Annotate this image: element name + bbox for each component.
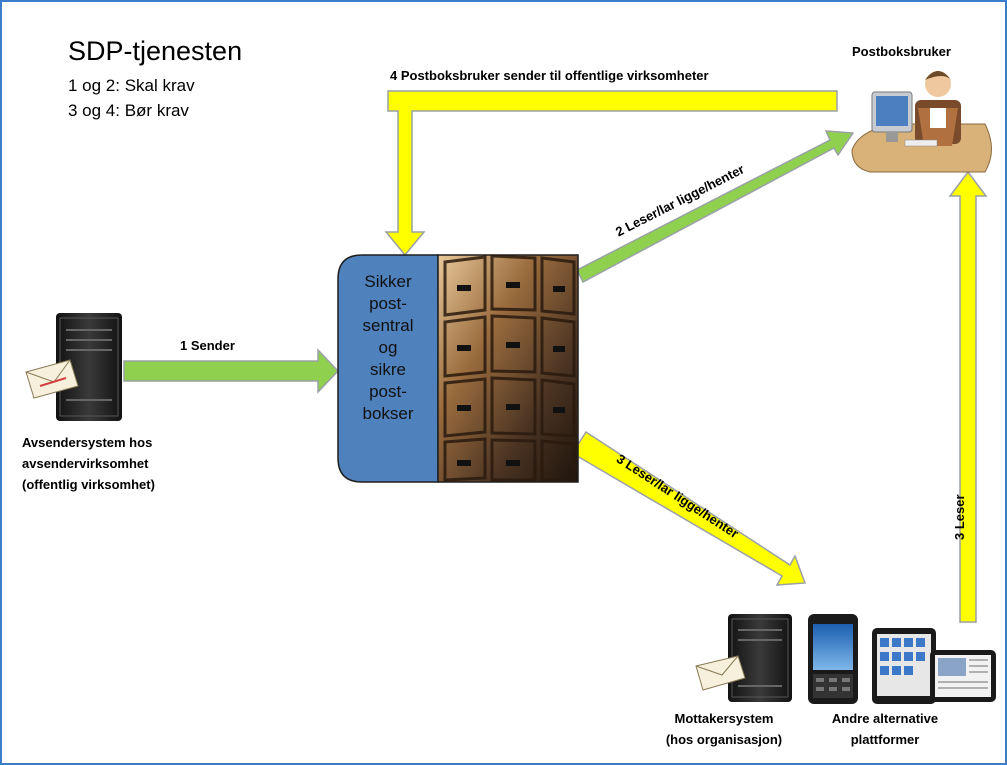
rule-recommended: 3 og 4: Bør krav xyxy=(68,101,189,120)
smartphone-icon xyxy=(808,614,858,704)
arrow-step3-platforms xyxy=(948,170,988,623)
central-label-line: bokser xyxy=(362,404,414,423)
sender-label-line: avsendervirksomhet xyxy=(22,456,149,471)
sender-server-icon xyxy=(25,313,122,421)
envelope-icon xyxy=(695,655,746,691)
receiver-server-icon xyxy=(695,614,792,702)
central-postbox-box xyxy=(337,254,439,483)
envelope-icon xyxy=(25,359,79,399)
central-label-line: post- xyxy=(369,382,407,401)
diagram-title: SDP-tjenesten xyxy=(68,36,243,66)
central-label-line: sentral xyxy=(362,316,414,335)
tablet-icon xyxy=(872,628,936,704)
alt-platforms-label-line: Andre alternative xyxy=(831,711,939,726)
locker-photo xyxy=(437,254,579,483)
central-label-line: og xyxy=(378,338,398,357)
central-label-line: post- xyxy=(369,294,407,313)
person-at-computer-icon xyxy=(851,71,992,173)
step1-label: 1 Sender xyxy=(180,338,235,353)
receiver-label-line: Mottakersystem xyxy=(674,711,774,726)
step3-platforms-label: 3 Leser xyxy=(952,494,967,540)
arrow-step1 xyxy=(123,348,340,394)
step4-label: 4 Postboksbruker sender til offentlige v… xyxy=(390,68,709,83)
arrow-step3-receiver xyxy=(576,430,807,586)
sender-label-line: (offentlig virksomhet) xyxy=(22,477,155,492)
central-postbox-label: Sikker post- sentral og sikre post- boks… xyxy=(338,255,438,425)
sender-label-line: Avsendersystem hos xyxy=(22,435,153,450)
central-label-line: Sikker xyxy=(364,272,412,291)
alt-platforms-label-line: plattformer xyxy=(850,732,920,747)
receiver-label-line: (hos organisasjon) xyxy=(665,732,783,747)
postbox-user-label: Postboksbruker xyxy=(852,44,951,59)
arrow-step4 xyxy=(384,90,838,257)
rule-required: 1 og 2: Skal krav xyxy=(68,76,195,95)
sender-system-label: Avsendersystem hos avsendervirksomhet (o… xyxy=(22,432,155,495)
arrow-step2 xyxy=(575,130,855,284)
alt-platforms-label: Andre alternative plattformer xyxy=(820,708,950,750)
tablet-landscape-icon xyxy=(930,650,996,702)
central-label-line: sikre xyxy=(370,360,406,379)
receiver-system-label: Mottakersystem (hos organisasjon) xyxy=(650,708,798,750)
